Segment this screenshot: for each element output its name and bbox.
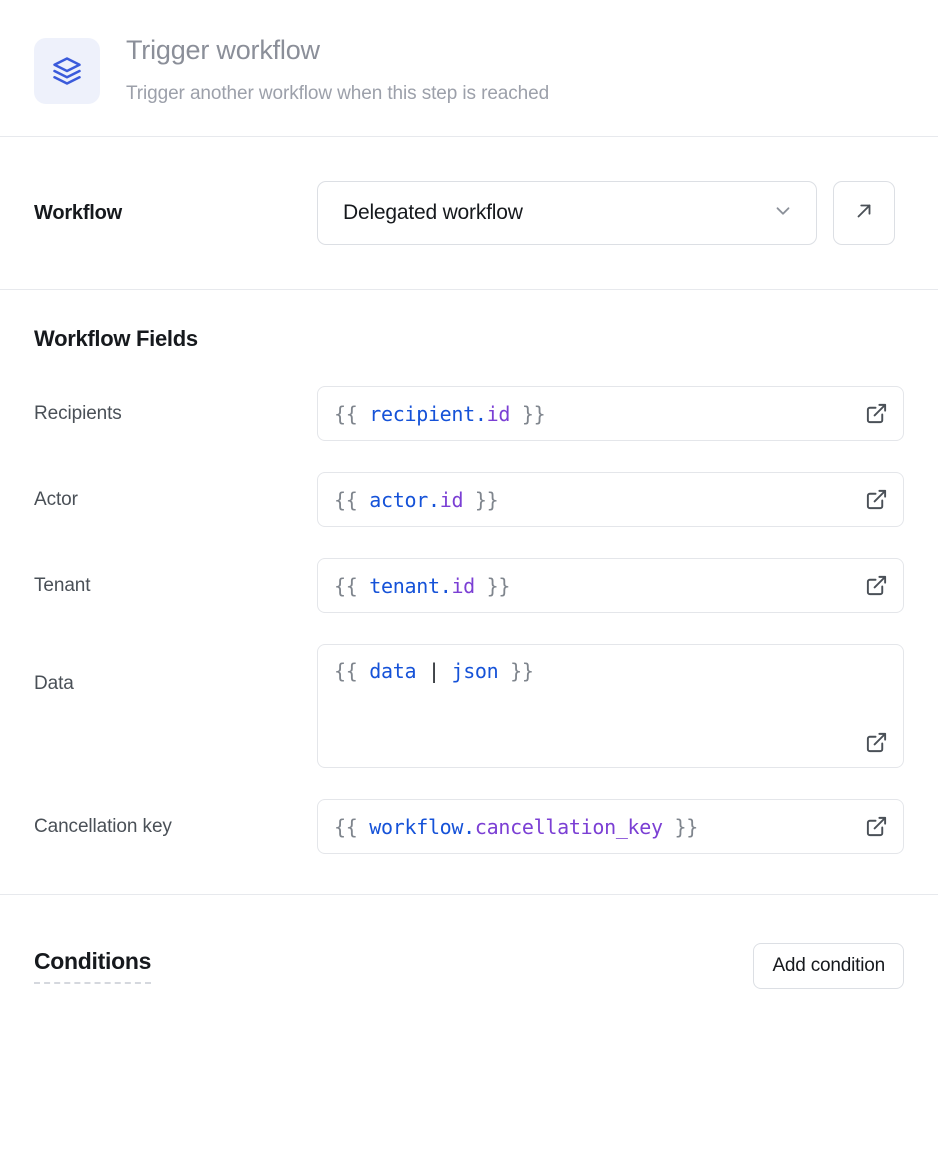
field-value-code: {{ tenant.id }} (334, 573, 511, 598)
field-label: Recipients (34, 402, 122, 424)
field-row: Cancellation key {{ workflow.cancellation… (34, 799, 904, 855)
step-header: Trigger workflow Trigger another workflo… (0, 0, 938, 136)
page-subtitle: Trigger another workflow when this step … (126, 82, 550, 104)
add-condition-button[interactable]: Add condition (753, 943, 904, 990)
external-link-icon[interactable] (863, 814, 889, 840)
divider-header (0, 136, 938, 138)
field-value-code: {{ data | json }} (334, 659, 534, 684)
field-row: Actor {{ actor.id }} (34, 472, 904, 528)
chevron-down-icon (772, 200, 794, 227)
arrow-up-right-icon (853, 200, 875, 227)
conditions-section: Conditions Add condition (0, 895, 938, 1019)
workflow-label: Workflow (34, 201, 123, 224)
field-value-input[interactable]: {{ data | json }} (317, 644, 904, 769)
workflow-fields-section: Workflow Fields Recipients {{ recipient.i… (0, 290, 938, 894)
conditions-title[interactable]: Conditions (34, 948, 151, 985)
field-value-input[interactable]: {{ recipient.id }} (317, 386, 904, 442)
field-label: Tenant (34, 574, 91, 596)
page-title: Trigger workflow (126, 35, 320, 65)
step-header-text: Trigger workflow Trigger another workflo… (126, 32, 549, 106)
workflow-row: Workflow Delegated workflow (0, 137, 938, 289)
field-value-code: {{ workflow.cancellation_key }} (334, 814, 699, 839)
workflow-select-value: Delegated workflow (343, 201, 523, 225)
external-link-icon[interactable] (863, 401, 889, 427)
open-workflow-button[interactable] (833, 181, 895, 246)
workflow-fields-title: Workflow Fields (34, 326, 198, 352)
field-value-code: {{ actor.id }} (334, 487, 499, 512)
field-label: Cancellation key (34, 815, 172, 837)
divider-workflow (0, 289, 938, 291)
external-link-icon[interactable] (863, 487, 889, 513)
field-label: Actor (34, 488, 78, 510)
external-link-icon[interactable] (863, 573, 889, 599)
field-row: Tenant {{ tenant.id }} (34, 558, 904, 614)
layers-icon (34, 38, 100, 104)
field-row: Data {{ data | json }} (34, 644, 904, 769)
field-value-code: {{ recipient.id }} (334, 401, 546, 426)
workflow-select[interactable]: Delegated workflow (317, 181, 817, 246)
field-value-input[interactable]: {{ workflow.cancellation_key }} (317, 799, 904, 855)
divider-fields (0, 894, 938, 896)
field-row: Recipients {{ recipient.id }} (34, 386, 904, 442)
field-label: Data (34, 673, 74, 695)
field-value-input[interactable]: {{ actor.id }} (317, 472, 904, 528)
field-value-input[interactable]: {{ tenant.id }} (317, 558, 904, 614)
workflow-fields-list: Recipients {{ recipient.id }} Actor {{ acto… (34, 386, 904, 855)
external-link-icon[interactable] (863, 729, 889, 755)
